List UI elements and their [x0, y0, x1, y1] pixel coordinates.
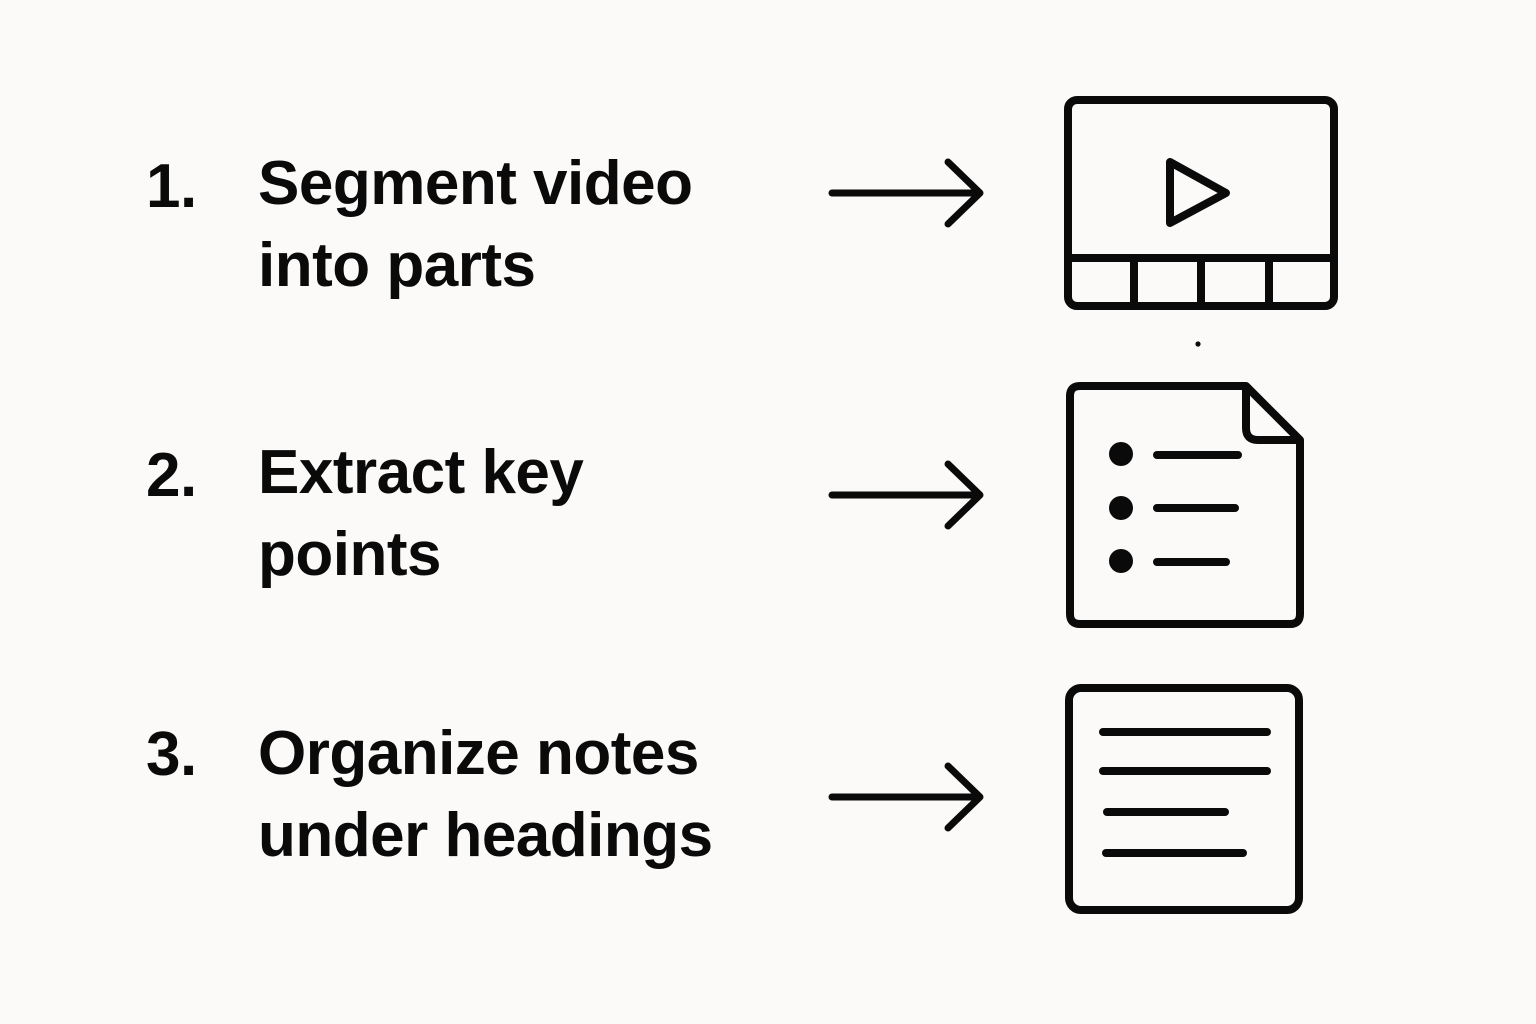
dot-mark: [1195, 341, 1201, 347]
step-label-line: Extract key: [258, 438, 584, 507]
step-number: 3.: [146, 720, 197, 789]
step-label-line: Organize notes: [258, 719, 699, 788]
arrow-right-icon: [828, 460, 984, 530]
step-label-line: Segment video: [258, 149, 693, 218]
step-label-line: into parts: [258, 231, 536, 300]
step-number: 1.: [146, 152, 197, 221]
step-number: 2.: [146, 441, 197, 510]
arrow-right-icon: [828, 762, 984, 832]
step-label: Extract key points: [258, 432, 584, 596]
step-label-line: under headings: [258, 801, 713, 870]
video-player-icon: [1064, 96, 1338, 310]
step-label-line: points: [258, 520, 441, 589]
step-label: Segment video into parts: [258, 143, 693, 307]
arrow-right-icon: [828, 158, 984, 228]
bulleted-document-icon: [1066, 382, 1304, 628]
step-label: Organize notes under headings: [258, 713, 713, 877]
text-document-icon: [1065, 684, 1303, 914]
